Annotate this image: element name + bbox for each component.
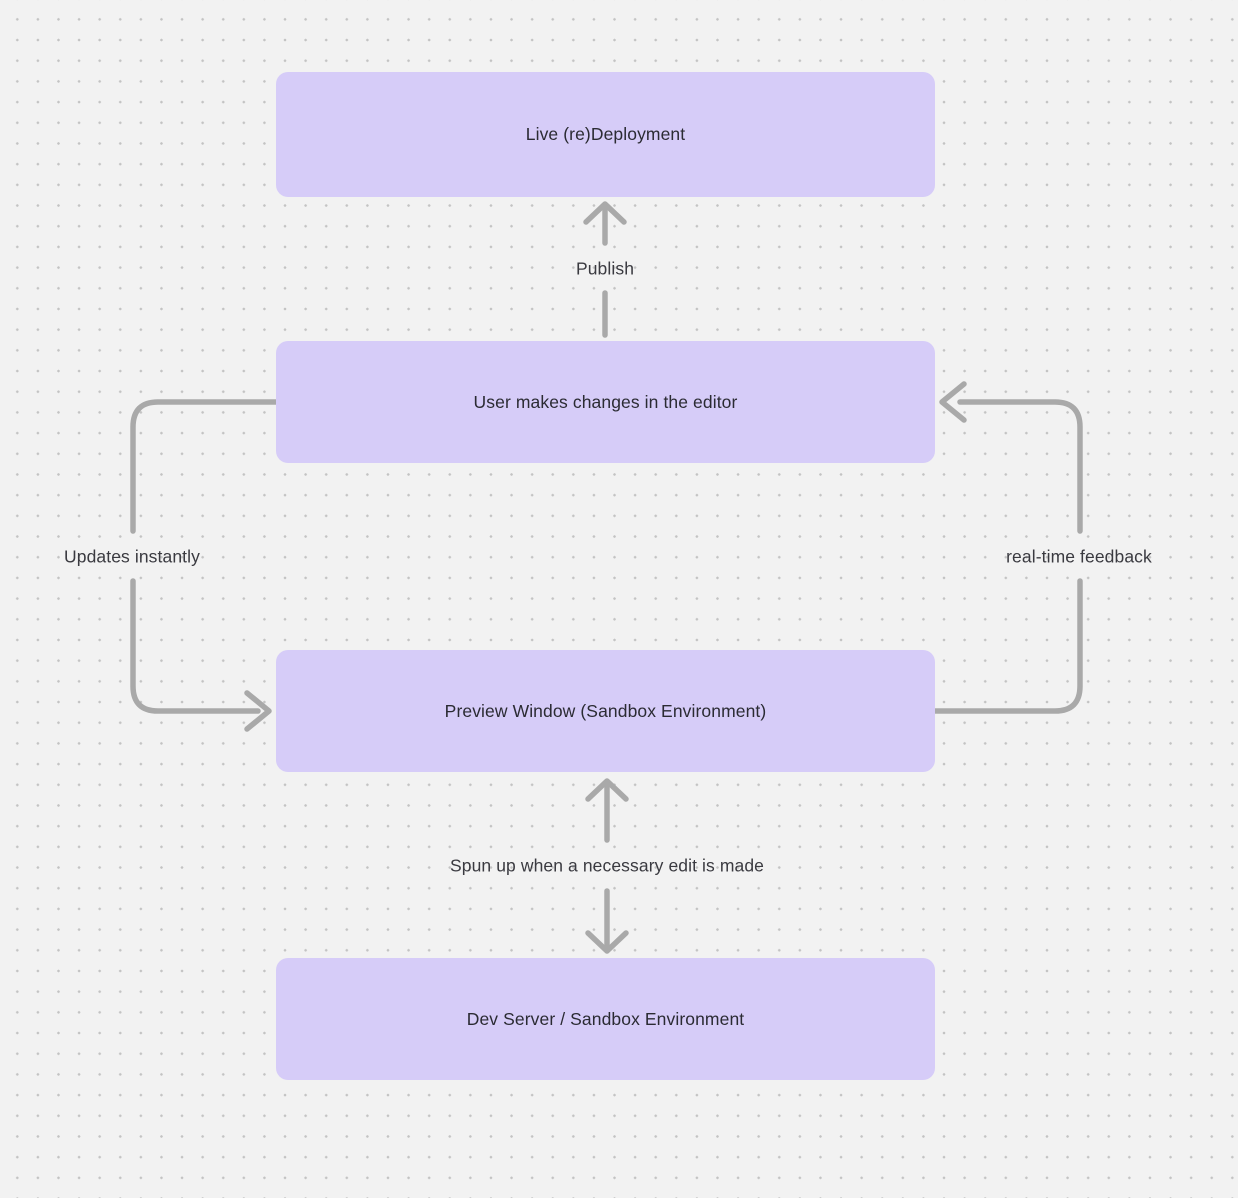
node-live-deployment[interactable]: Live (re)Deployment bbox=[276, 72, 935, 197]
edge-label-real-time-feedback: real-time feedback bbox=[1006, 546, 1152, 567]
node-dev-server[interactable]: Dev Server / Sandbox Environment bbox=[276, 958, 935, 1080]
edge-label-spun-up: Spun up when a necessary edit is made bbox=[449, 855, 765, 876]
edge-label-updates-instantly: Updates instantly bbox=[64, 546, 200, 567]
node-label: User makes changes in the editor bbox=[473, 391, 738, 412]
node-label: Dev Server / Sandbox Environment bbox=[466, 1008, 745, 1029]
node-preview-window[interactable]: Preview Window (Sandbox Environment) bbox=[276, 650, 935, 772]
node-label: Live (re)Deployment bbox=[525, 124, 686, 144]
node-editor[interactable]: User makes changes in the editor bbox=[276, 341, 935, 463]
node-label: Preview Window (Sandbox Environment) bbox=[444, 700, 767, 721]
edge-label-publish: Publish bbox=[575, 258, 635, 279]
